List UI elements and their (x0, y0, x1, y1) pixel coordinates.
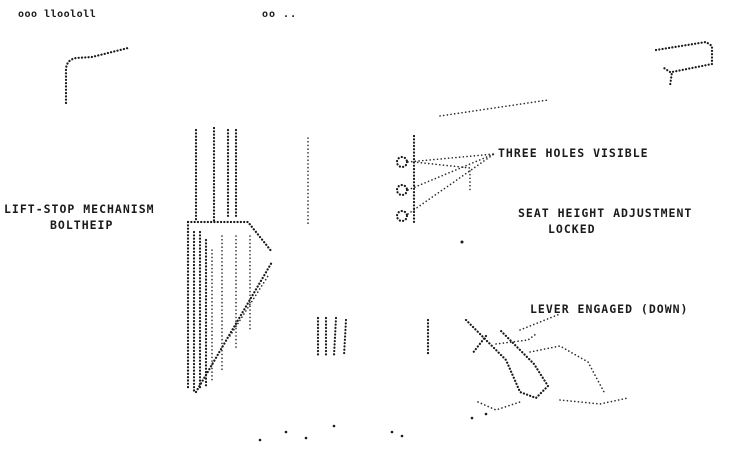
lever-assembly (464, 313, 629, 411)
callout-three-holes: THREE HOLES VISIBLE (498, 146, 649, 160)
callout-lever-engaged: LEVER ENGAGED (DOWN) (530, 302, 689, 316)
bottom-ticks (316, 316, 430, 358)
header-marks: oo .. (262, 9, 298, 20)
header-title: ooo lloololl (18, 9, 97, 20)
upper-diagonal-line (439, 99, 549, 117)
lift-stop-mechanism (186, 126, 309, 394)
stray-dot (460, 240, 464, 244)
callout-lift-mechanism-line1: LIFT-STOP MECHANISM (4, 202, 155, 216)
callout-seat-height-line1: SEAT HEIGHT ADJUSTMENT (518, 206, 693, 220)
callout-seat-height-line2: LOCKED (548, 222, 596, 236)
three-holes-detail (395, 134, 495, 224)
bottom-specks (258, 412, 488, 442)
callout-lift-mechanism-line2: BOLTHEIP (50, 218, 114, 232)
top-right-tab (654, 40, 714, 88)
top-left-bracket (64, 46, 130, 105)
